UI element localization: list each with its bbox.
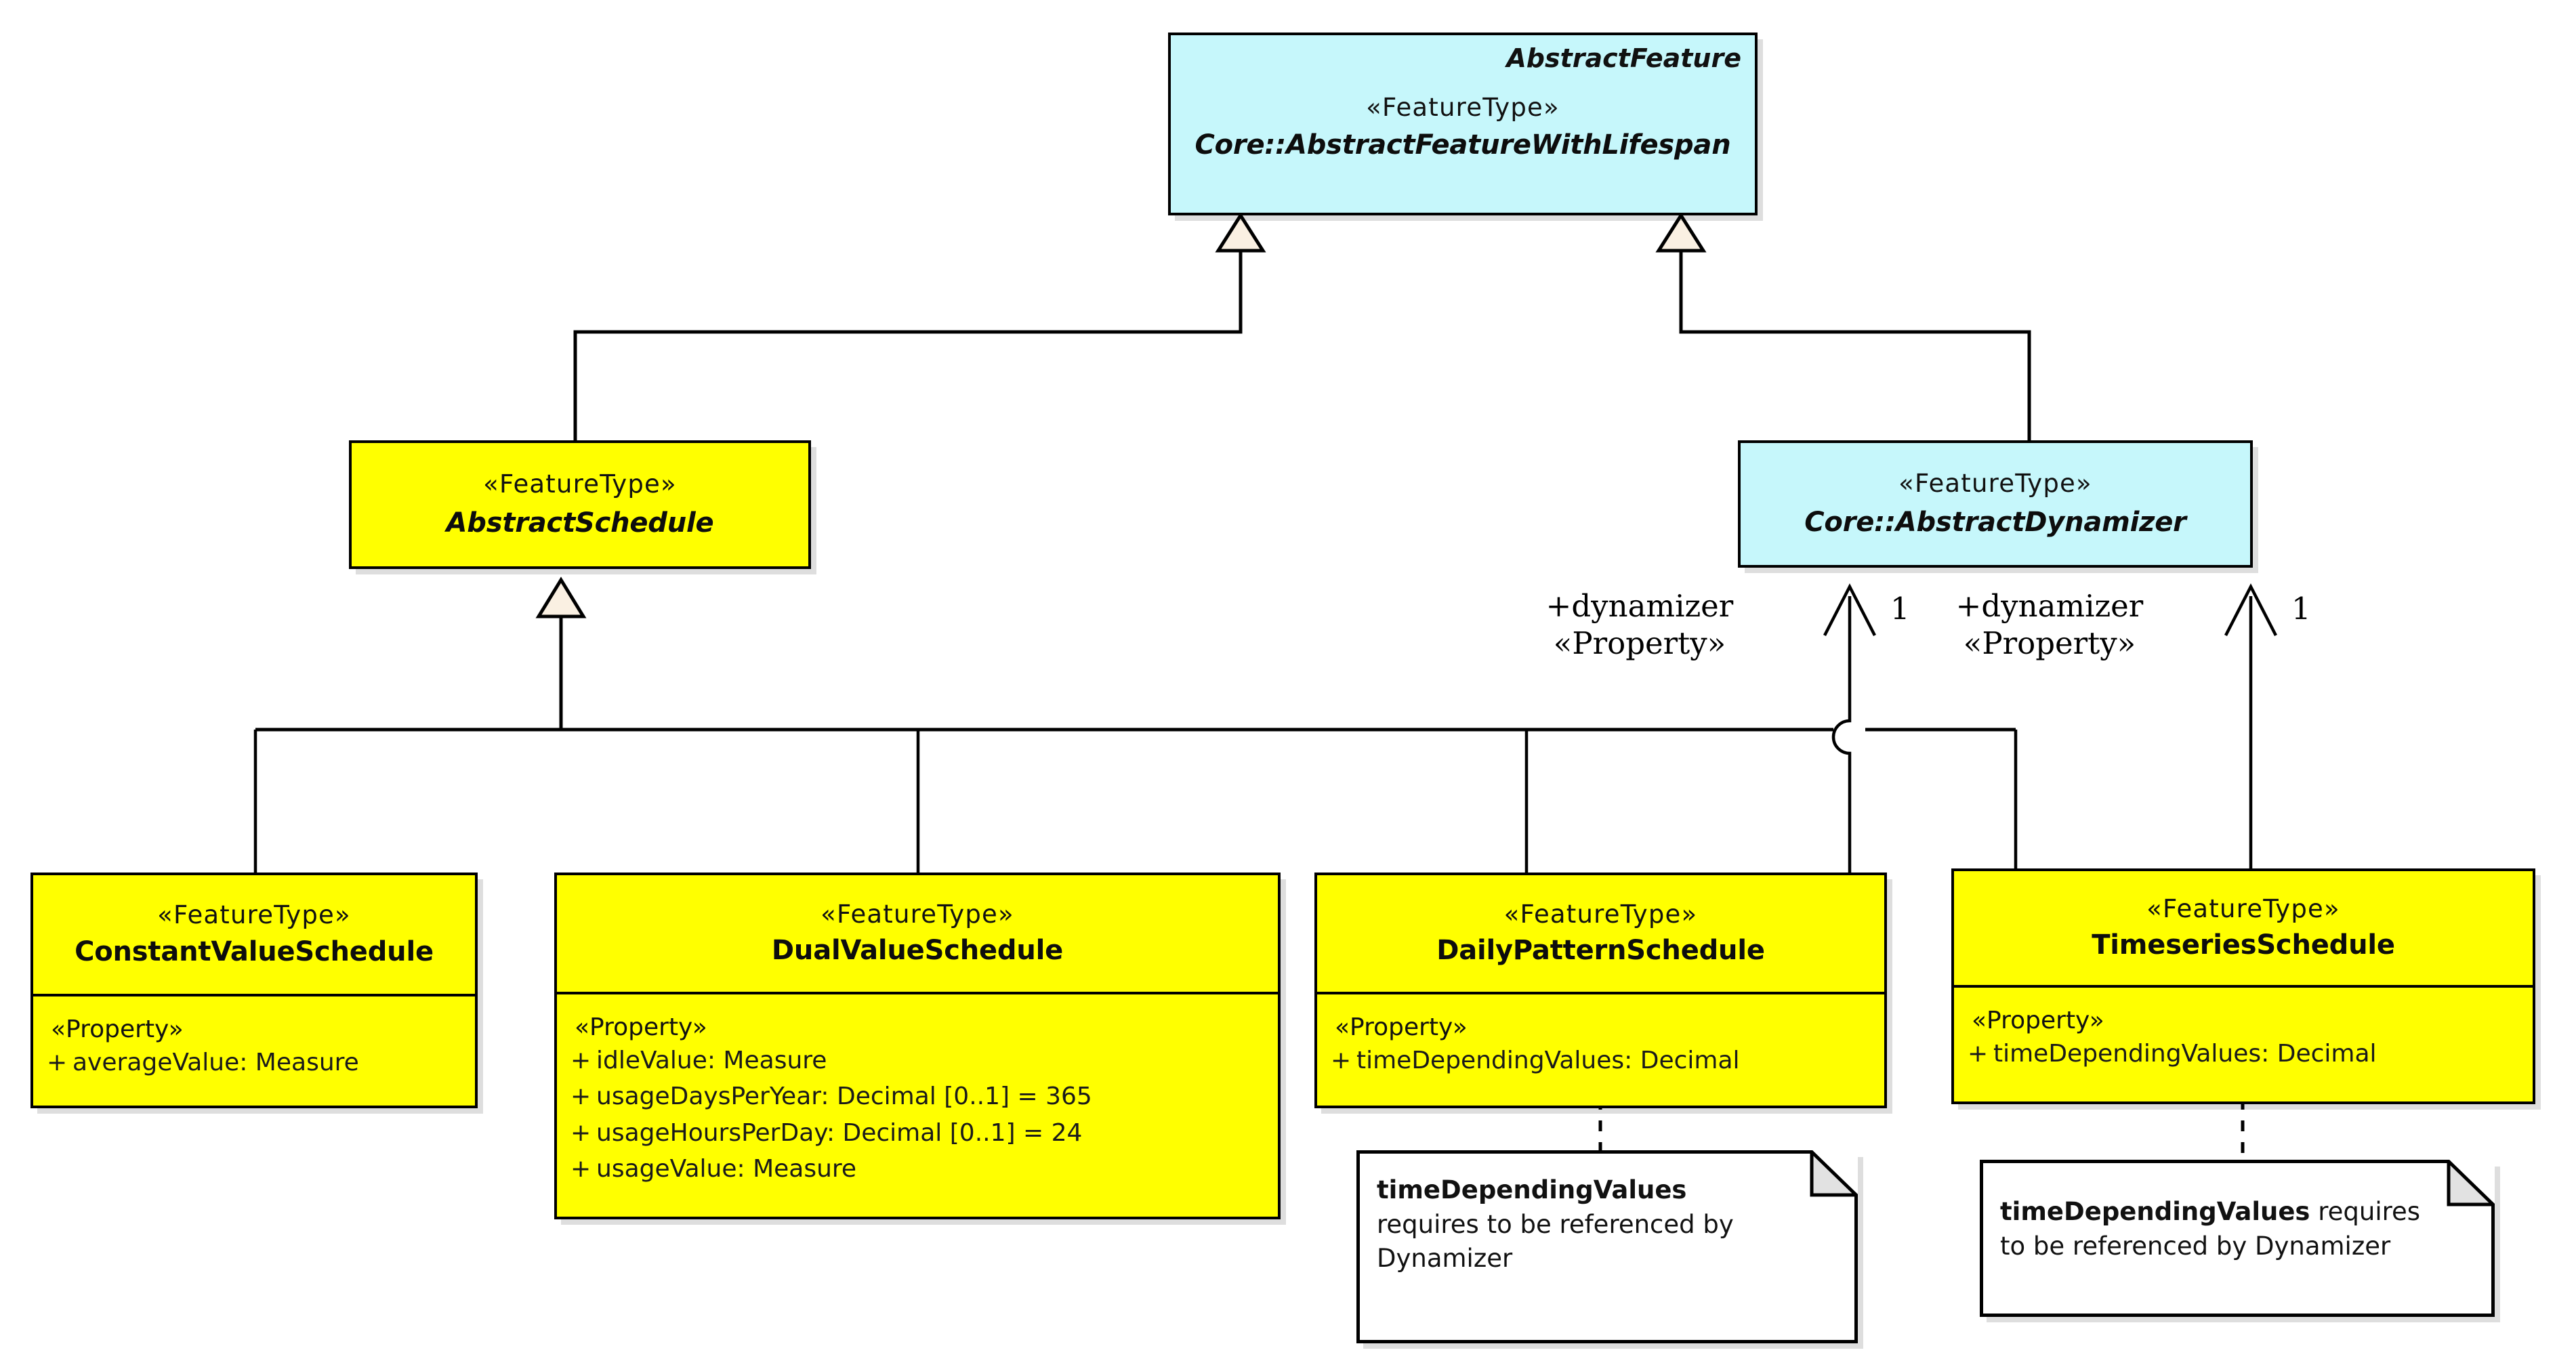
class-box-daily-pattern-schedule[interactable]: «FeatureType» DailyPatternSchedule «Prop… — [1314, 873, 1887, 1108]
property-row: + usageValue: Measure — [557, 1151, 1278, 1187]
class-box-abstract-schedule[interactable]: «FeatureType» AbstractSchedule — [349, 440, 811, 569]
property-signature: timeDependingValues: Decimal — [1993, 1040, 2377, 1068]
note-line-rest: requires — [2310, 1197, 2421, 1226]
property-visibility: + — [47, 1049, 68, 1076]
property-row: + timeDependingValues: Decimal — [1954, 1036, 2533, 1072]
property-stereotype: «Property» — [1335, 1013, 1468, 1041]
property-signature: timeDependingValues: Decimal — [1356, 1047, 1740, 1074]
property-visibility: + — [1968, 1040, 1989, 1068]
note-bold-term: timeDependingValues — [2000, 1197, 2310, 1226]
class-name: DualValueSchedule — [771, 935, 1064, 967]
note-timeseries[interactable]: timeDependingValues requires to be refer… — [1980, 1160, 2495, 1317]
class-name: Core::AbstractDynamizer — [1804, 507, 2186, 539]
property-row: + idleValue: Measure — [557, 1043, 1278, 1078]
note-line: to be referenced by Dynamizer — [2000, 1231, 2391, 1261]
property-visibility: + — [1331, 1047, 1352, 1074]
association-role-name: +dynamizer — [1955, 588, 2144, 624]
property-visibility: + — [570, 1118, 591, 1147]
note-line: requires to be referenced by — [1377, 1209, 1734, 1239]
property-visibility: + — [570, 1154, 591, 1183]
property-visibility: + — [570, 1083, 591, 1111]
association-timeseries-to-dynamizer — [2224, 583, 2278, 874]
association-role-stereotype: «Property» — [1553, 625, 1726, 661]
class-stereotype: «FeatureType» — [483, 469, 677, 499]
property-row: + usageDaysPerYear: Decimal [0..1] = 365 — [557, 1078, 1278, 1114]
properties-compartment: «Property» + timeDependingValues: Decima… — [1954, 985, 2533, 1101]
property-signature: idleValue: Measure — [596, 1047, 827, 1074]
property-signature: usageValue: Measure — [596, 1154, 857, 1183]
association-role-daily: +dynamizer «Property» — [1528, 588, 1751, 663]
class-stereotype: «FeatureType» — [1898, 468, 2092, 498]
note-shape — [1980, 1160, 2495, 1317]
properties-compartment: «Property» + averageValue: Measure — [33, 994, 475, 1106]
class-box-abstract-dynamizer[interactable]: «FeatureType» Core::AbstractDynamizer — [1738, 440, 2253, 568]
class-name: DailyPatternSchedule — [1436, 935, 1765, 967]
properties-compartment: «Property» + idleValue: Measure + usageD… — [557, 992, 1278, 1219]
property-stereotype: «Property» — [575, 1013, 707, 1041]
generalization-bus-to-abstractschedule — [253, 576, 2018, 874]
class-stereotype: «FeatureType» — [1503, 899, 1698, 929]
generalization-abstractdynamizer-to-abstractfeature — [1655, 212, 2031, 440]
property-row: + usageHoursPerDay: Decimal [0..1] = 24 — [557, 1115, 1278, 1151]
property-signature: usageDaysPerYear: Decimal [0..1] = 365 — [596, 1083, 1092, 1111]
class-name: ConstantValueSchedule — [75, 936, 434, 967]
class-stereotype: «FeatureType» — [1366, 92, 1560, 122]
property-visibility: + — [570, 1047, 591, 1074]
class-box-timeseries-schedule[interactable]: «FeatureType» TimeseriesSchedule «Proper… — [1951, 868, 2535, 1104]
class-stereotype: «FeatureType» — [2146, 894, 2340, 923]
note-text: timeDependingValues requires to be refer… — [2000, 1195, 2477, 1263]
association-role-name: +dynamizer — [1545, 588, 1734, 624]
association-multiplicity-timeseries: 1 — [2291, 591, 2311, 627]
association-role-stereotype: «Property» — [1963, 625, 2136, 661]
property-signature: usageHoursPerDay: Decimal [0..1] = 24 — [596, 1118, 1083, 1147]
note-bold-term: timeDependingValues — [1377, 1175, 1687, 1204]
association-multiplicity-daily: 1 — [1890, 591, 1910, 627]
class-stereotype: «FeatureType» — [157, 900, 351, 930]
property-stereotype: «Property» — [1972, 1007, 2104, 1034]
class-name: AbstractSchedule — [446, 507, 714, 539]
class-name: Core::AbstractFeatureWithLifespan — [1194, 129, 1731, 161]
note-text: timeDependingValues requires to be refer… — [1377, 1173, 1840, 1276]
property-row: + timeDependingValues: Decimal — [1317, 1043, 1884, 1078]
property-signature: averageValue: Measure — [72, 1049, 359, 1076]
note-line: Dynamizer — [1377, 1244, 1513, 1274]
class-name: TimeseriesSchedule — [2092, 929, 2395, 961]
class-box-constant-value-schedule[interactable]: «FeatureType» ConstantValueSchedule «Pro… — [30, 873, 478, 1108]
property-stereotype: «Property» — [51, 1015, 184, 1043]
class-stereotype: «FeatureType» — [820, 899, 1014, 929]
class-box-dual-value-schedule[interactable]: «FeatureType» DualValueSchedule «Propert… — [554, 873, 1281, 1219]
property-row: + averageValue: Measure — [33, 1045, 475, 1080]
class-box-abstract-feature-with-lifespan[interactable]: AbstractFeature «FeatureType» Core::Abst… — [1168, 33, 1758, 215]
note-shape — [1356, 1150, 1858, 1343]
note-daily-pattern[interactable]: timeDependingValues requires to be refer… — [1356, 1150, 1858, 1343]
class-feature-name: AbstractFeature — [1506, 43, 1741, 73]
association-dailypattern-to-dynamizer — [1823, 583, 1877, 874]
association-role-timeseries: +dynamizer «Property» — [1938, 588, 2161, 663]
properties-compartment: «Property» + timeDependingValues: Decima… — [1317, 992, 1884, 1106]
